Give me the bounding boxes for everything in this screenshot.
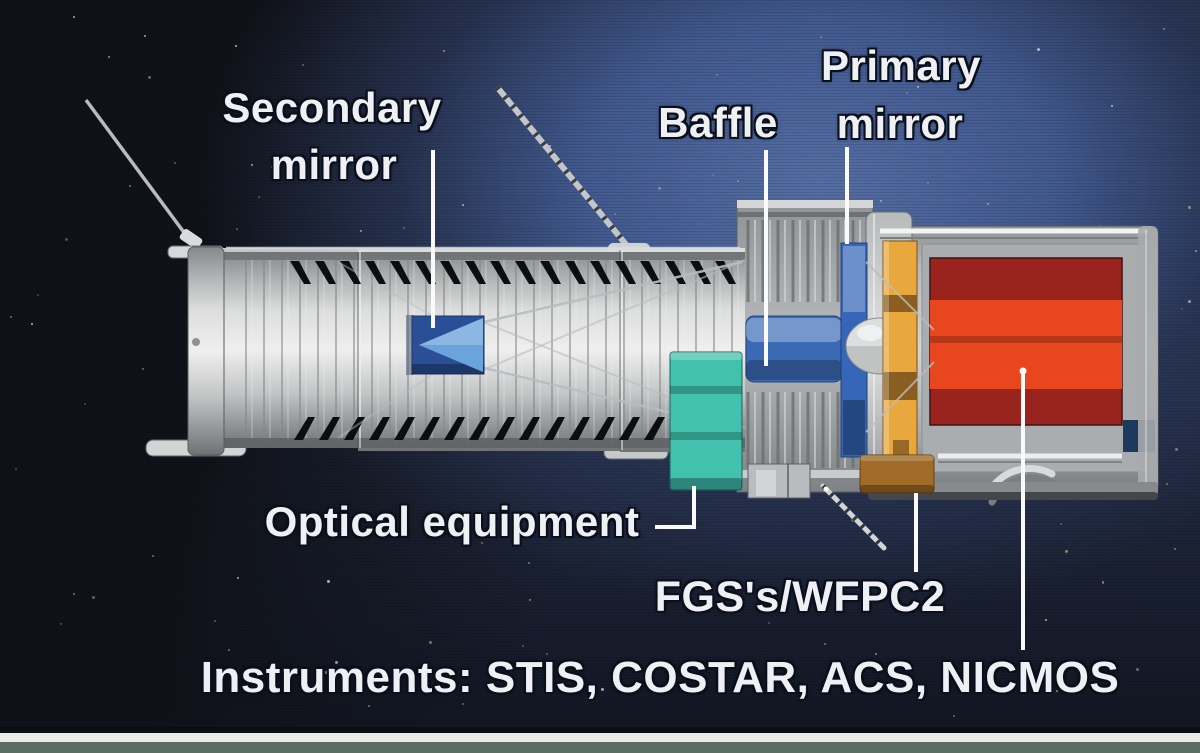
- label-optical-equipment: Optical equipment: [264, 498, 640, 545]
- leader-instruments: [1019, 367, 1027, 650]
- aft-lower-boxes: [747, 463, 811, 499]
- label-instruments: Instruments: STIS, COSTAR, ACS, NICMOS: [200, 653, 1120, 702]
- footer-divider: [0, 733, 1200, 742]
- label-primary-mirror-line2: mirror: [836, 100, 964, 147]
- central-baffle: [745, 315, 843, 383]
- footer-shadow: [0, 727, 1200, 733]
- label-fgs-wfpc2: FGS's/WFPC2: [654, 573, 946, 621]
- leader-optical-equipment: [655, 486, 696, 529]
- magnetometer-rod: [820, 483, 887, 551]
- label-primary-mirror-line1: Primary: [821, 42, 981, 89]
- antenna-boom: [84, 98, 203, 249]
- optical-equipment-box: [669, 351, 743, 491]
- front-ring: [187, 246, 225, 456]
- fgs-wfpc2-box: [859, 454, 935, 494]
- instrument-box: [929, 257, 1123, 426]
- secondary-mirror-assembly: [337, 259, 746, 439]
- leader-lines: [431, 147, 1027, 650]
- secondary-mirror-cone: [419, 318, 483, 372]
- label-baffle: Baffle: [658, 99, 778, 146]
- label-secondary-mirror-line2: mirror: [270, 141, 398, 188]
- label-secondary-mirror-line1: Secondary: [222, 84, 442, 131]
- footer-strip: [0, 742, 1200, 753]
